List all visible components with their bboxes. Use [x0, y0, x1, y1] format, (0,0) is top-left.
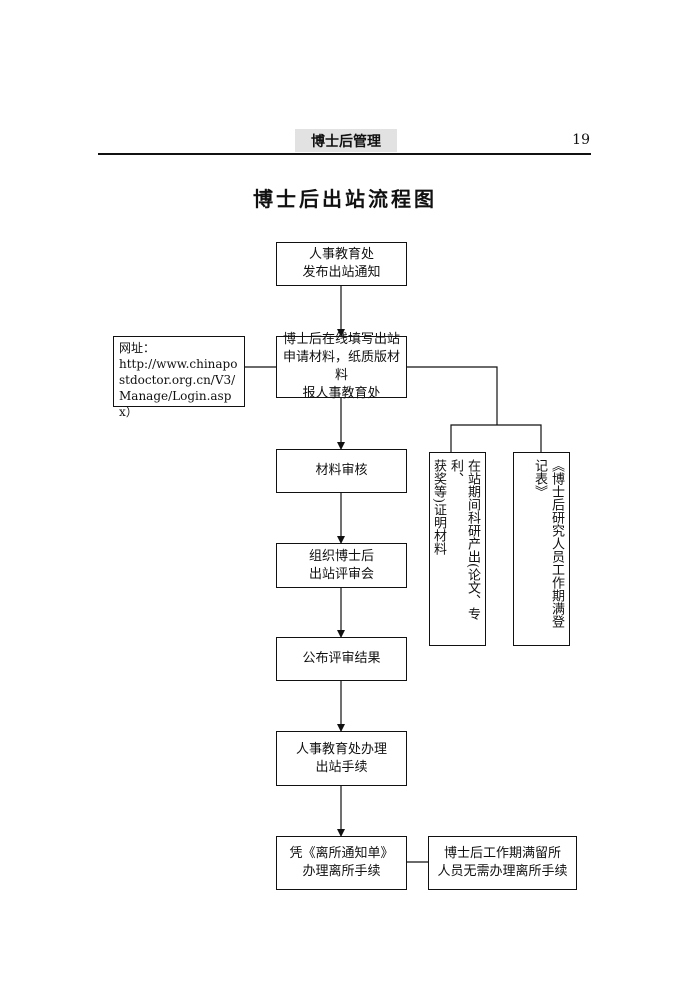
step-leave-procedures: 凭《离所通知单》 办理离所手续	[276, 836, 407, 890]
branch-materials	[407, 366, 498, 425]
step-online-application: 博士后在线填写出站 申请材料，纸质版材料 报人事教育处	[276, 332, 407, 401]
step-publish-results: 公布评审结果	[276, 637, 407, 681]
url-note: 网址： http://www.chinapostdoctor.org.cn/V3…	[113, 336, 245, 419]
material-research-output: 在站期间科研产出(论文、专利、 获奖等)证明材料	[429, 452, 486, 646]
branch-bracket	[450, 424, 542, 452]
step-exit-procedures: 人事教育处办理 出站手续	[276, 731, 407, 786]
material-work-form: 《博士后研究人员工作期满登 记表》	[513, 452, 570, 646]
header-rule	[98, 153, 591, 155]
section-label: 博士后管理	[295, 129, 397, 152]
step-review-meeting: 组织博士后 出站评审会	[276, 543, 407, 588]
step-material-review: 材料审核	[276, 449, 407, 493]
side-note-stay: 博士后工作期满留所 人员无需办理离所手续	[428, 836, 577, 890]
page-number: 19	[572, 132, 590, 148]
page-title: 博士后出站流程图	[253, 187, 437, 211]
step-publish-notice: 人事教育处 发布出站通知	[276, 242, 407, 286]
